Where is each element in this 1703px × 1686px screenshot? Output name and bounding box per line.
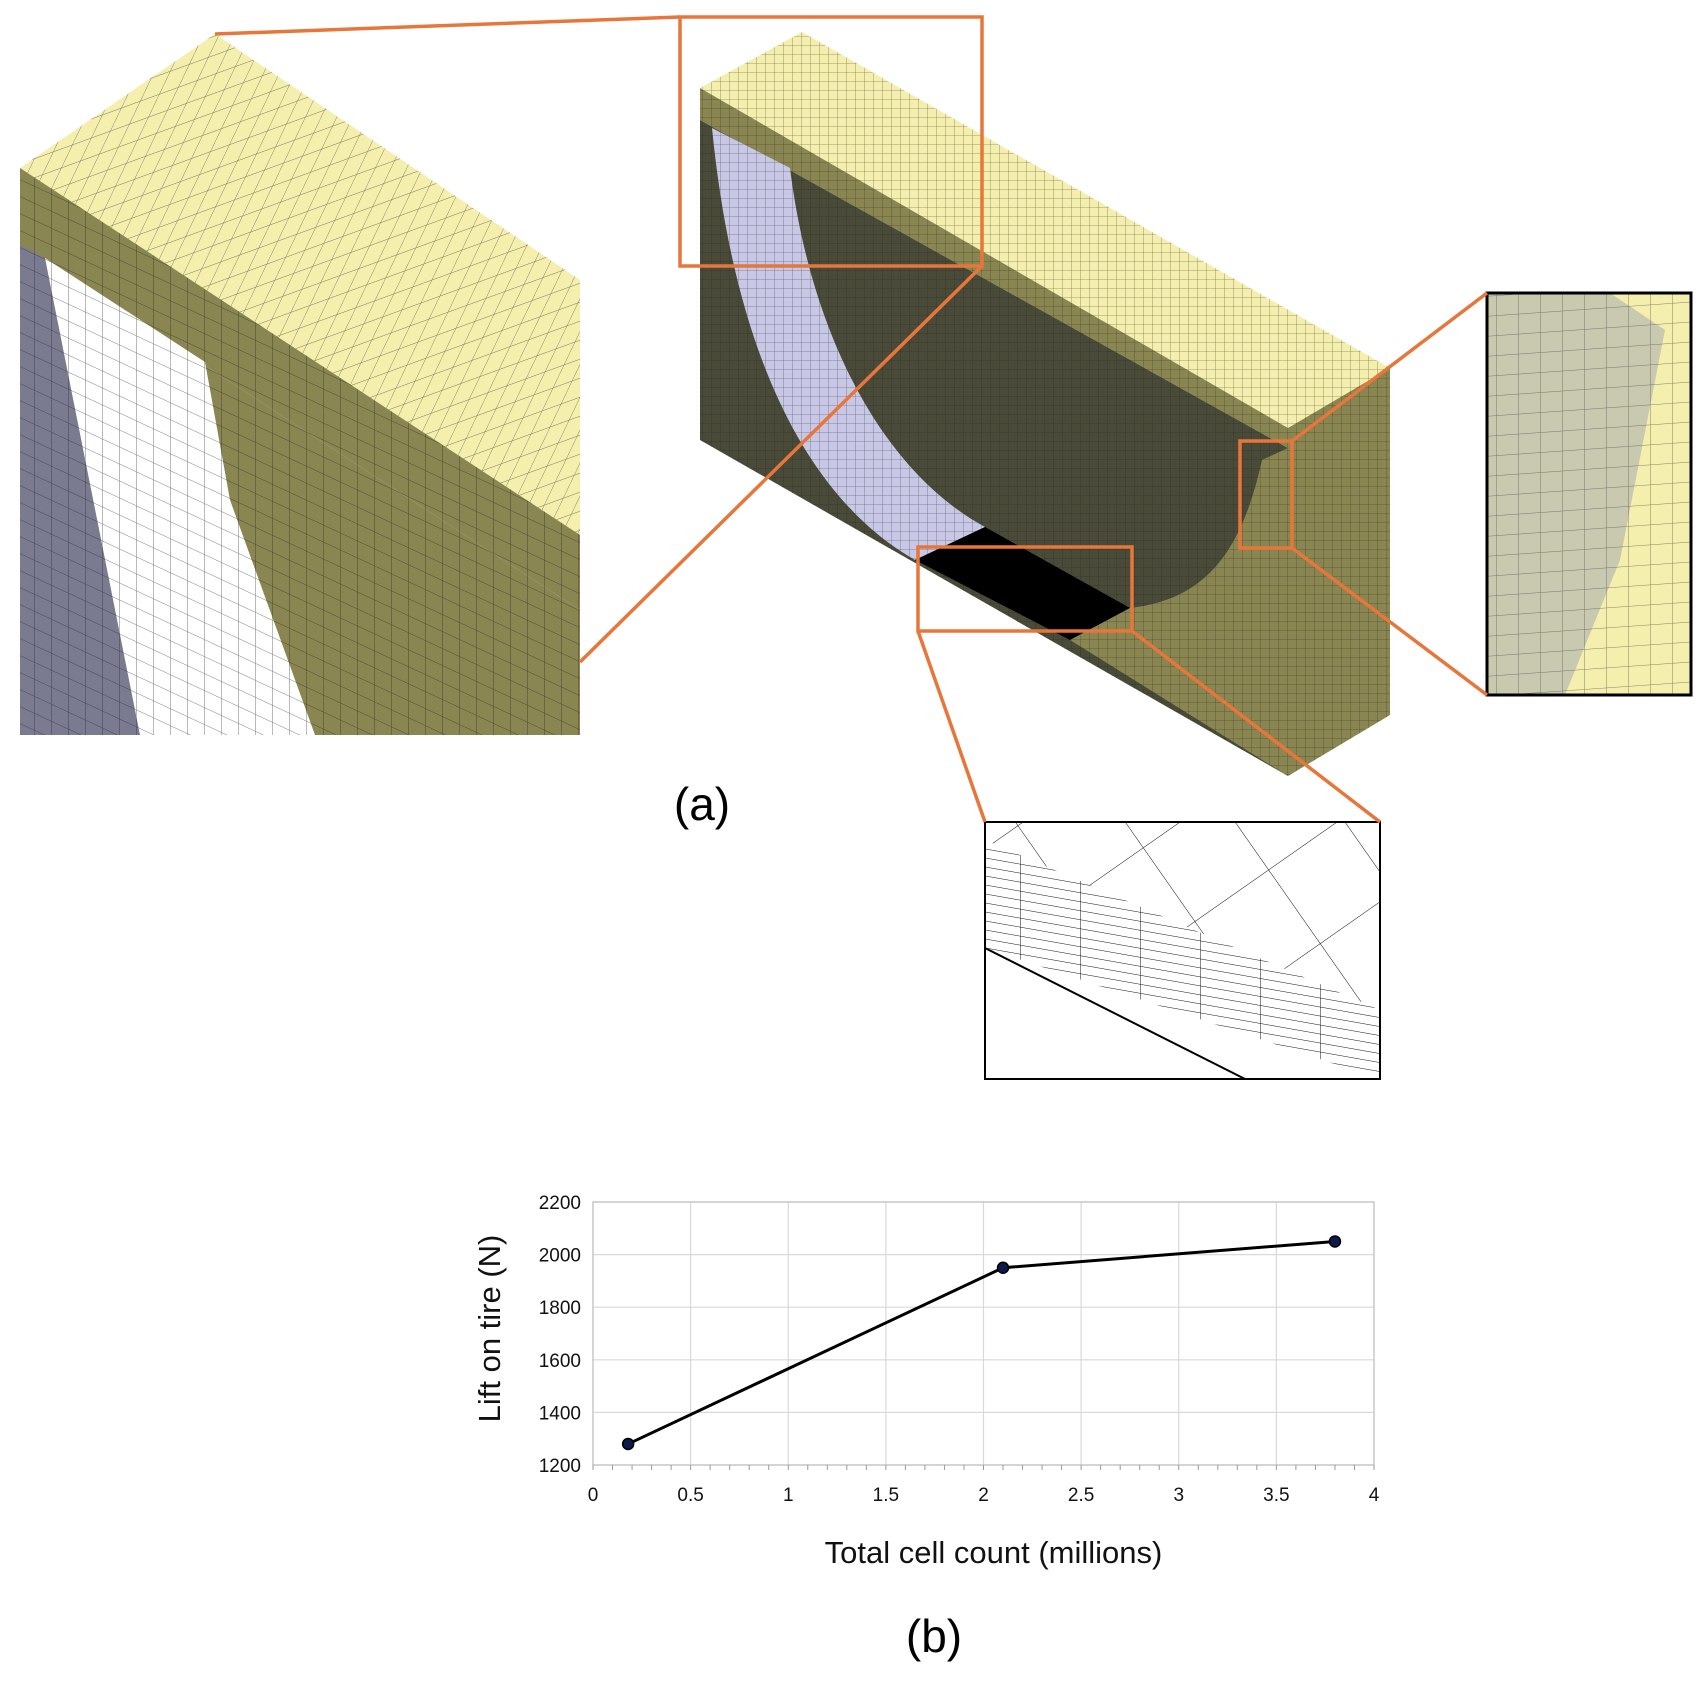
mesh-illustration: (a) <box>20 15 1693 1080</box>
x-tick-label: 3 <box>1173 1485 1184 1506</box>
x-axis-ticks: 0 0.5 1 1.5 2 2.5 3 3.5 4 <box>588 1465 1380 1506</box>
zoom-inset-right <box>1485 291 1693 697</box>
y-tick-label: 2000 <box>539 1246 581 1267</box>
data-point <box>996 1261 1010 1274</box>
x-tick-label: 0.5 <box>677 1485 703 1506</box>
zoom-inset-bottom <box>984 821 1381 1080</box>
chart-grid <box>592 1201 1375 1466</box>
y-tick-label: 2200 <box>539 1193 581 1214</box>
ground-contact <box>915 527 1130 640</box>
x-tick-label: 4 <box>1369 1485 1380 1506</box>
y-axis-title: Lift on tire (N) <box>472 1235 507 1423</box>
data-point <box>621 1437 635 1451</box>
data-point <box>1328 1235 1342 1248</box>
x-tick-label: 2.5 <box>1068 1485 1094 1506</box>
y-tick-label: 1400 <box>539 1403 581 1424</box>
panel-label-a: (a) <box>674 778 730 830</box>
x-tick-label: 0 <box>588 1485 599 1506</box>
y-axis-ticks: 1200 1400 1600 1800 2000 2200 <box>539 1193 581 1477</box>
y-tick-label: 1600 <box>539 1351 581 1372</box>
series-layer <box>621 1235 1342 1451</box>
series-line <box>627 1239 1336 1446</box>
chart-b: 0 0.5 1 1.5 2 2.5 3 3.5 4 1200 1400 1600 1800 2000 22… <box>472 1193 1380 1662</box>
x-axis-title: Total cell count (millions) <box>825 1535 1163 1570</box>
x-tick-label: 1.5 <box>873 1485 899 1506</box>
y-tick-label: 1800 <box>539 1298 581 1319</box>
x-tick-label: 3.5 <box>1263 1485 1289 1506</box>
x-tick-label: 1 <box>783 1485 794 1506</box>
panel-label-b: (b) <box>906 1610 962 1662</box>
callout-lines <box>214 15 1489 824</box>
zoom-inset-top-left <box>20 34 580 735</box>
y-tick-label: 1200 <box>539 1456 581 1477</box>
x-tick-label: 2 <box>978 1485 989 1506</box>
